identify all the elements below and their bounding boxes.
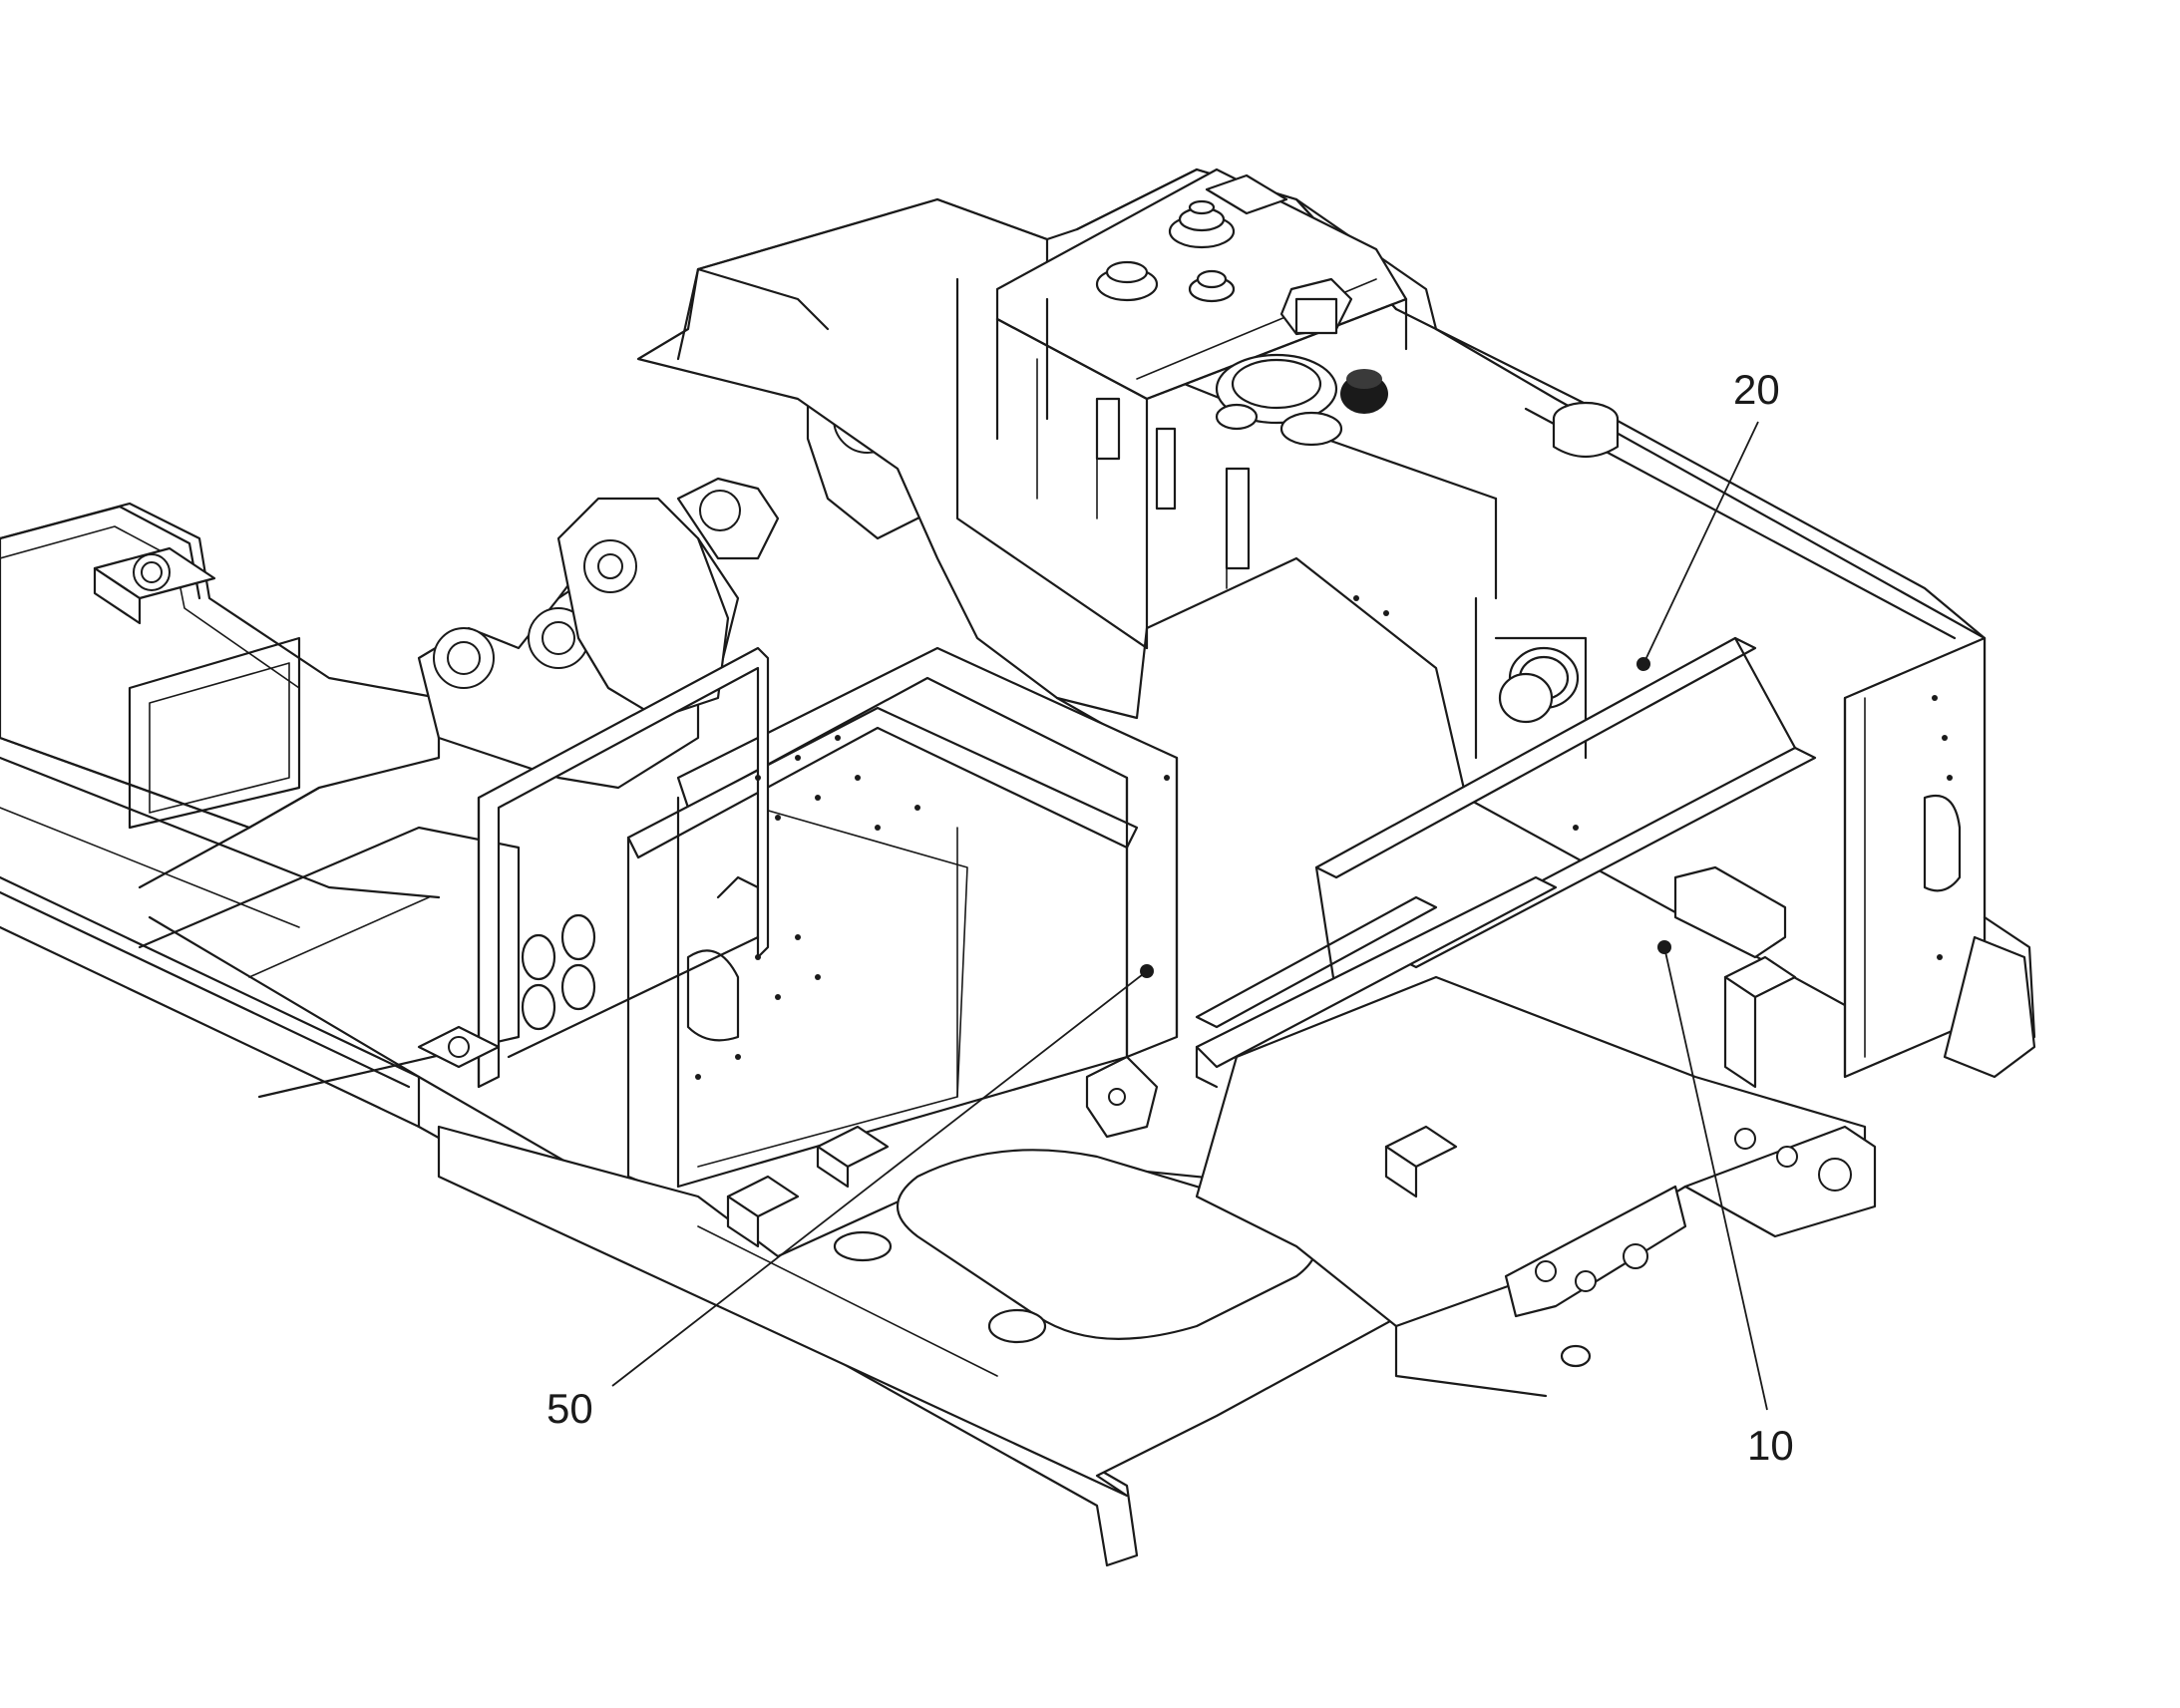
callout-20: 20 <box>1636 366 1780 671</box>
right-frame-arm <box>1195 975 1877 1398</box>
mount-pad-2 <box>816 1125 890 1189</box>
grab-handle <box>1673 865 1787 959</box>
swing-bearing <box>1474 596 1588 760</box>
callout-10: 10 <box>1657 940 1794 1469</box>
mount-pad-4 <box>1384 1125 1458 1198</box>
center-cage-side-panel <box>686 875 760 1042</box>
callout-50: 50 <box>546 964 1154 1432</box>
filter-housing <box>1215 277 1353 447</box>
mount-pad-5 <box>1723 955 1797 1089</box>
left-mount-block <box>93 546 216 625</box>
bolt-pattern <box>695 595 1953 1080</box>
mount-pad-3 <box>726 1175 800 1248</box>
boom-bracket-mid <box>556 477 780 720</box>
callout-50-label: 50 <box>546 1385 593 1432</box>
tank-side-panels <box>955 277 1251 650</box>
step-bar <box>1195 875 1558 1089</box>
callout-10-label: 10 <box>1747 1422 1794 1469</box>
left-inner-frame <box>128 636 521 1099</box>
fuel-cap-1 <box>1168 199 1236 249</box>
bracket-hinge <box>1085 1055 1159 1139</box>
right-side-box <box>1843 636 2036 1079</box>
round-cover-right <box>1552 401 1620 458</box>
callout-20-label: 20 <box>1733 366 1780 413</box>
breather-cap <box>1340 369 1388 414</box>
mount-pad-1 <box>417 1025 501 1069</box>
fuel-cap-2 <box>1095 260 1159 302</box>
tank-plate-top <box>1205 173 1288 215</box>
fuel-cap-3 <box>1188 269 1236 303</box>
